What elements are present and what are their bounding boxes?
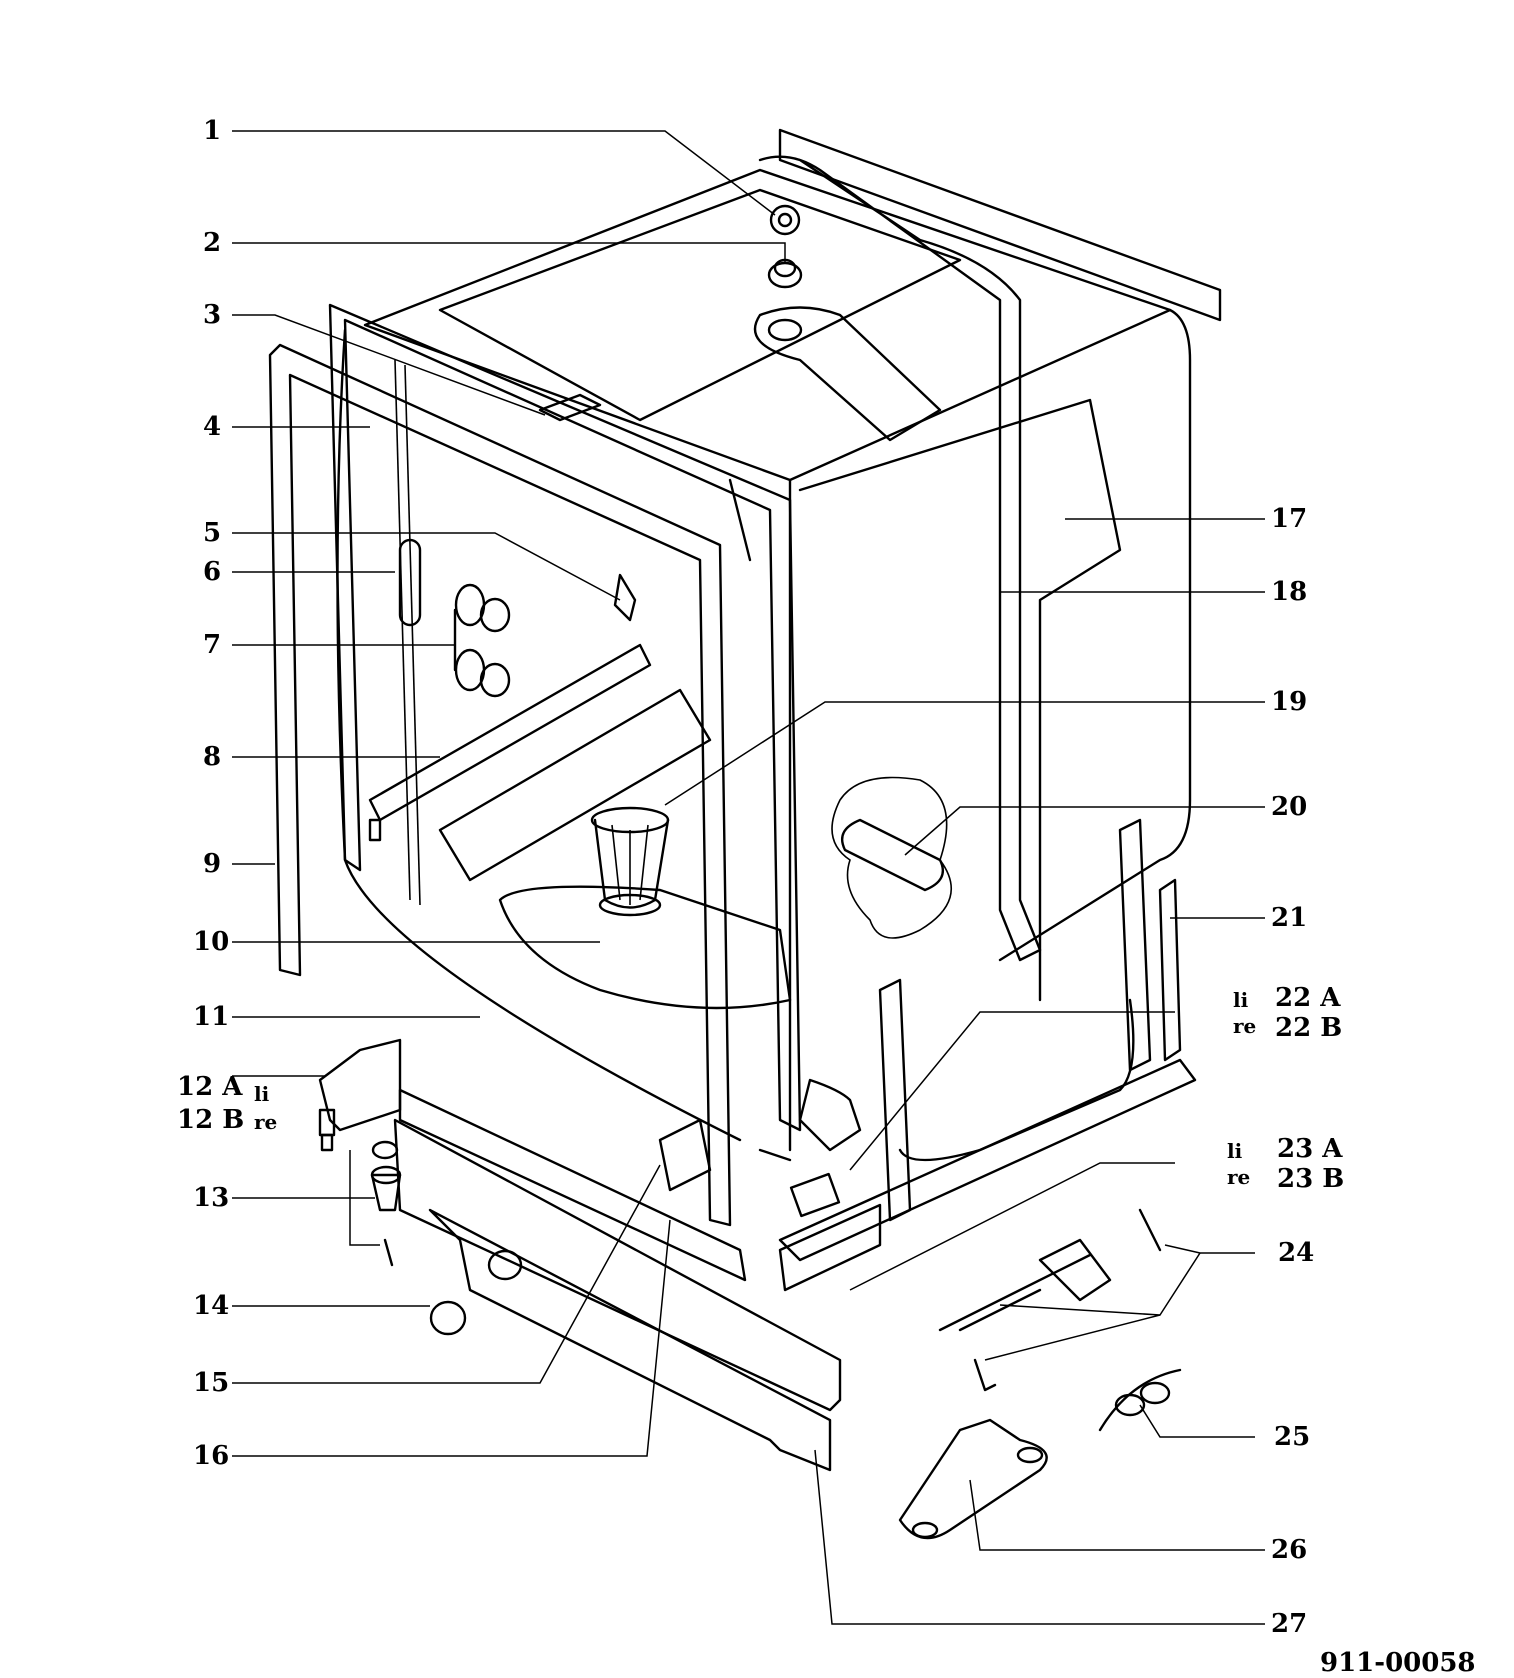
callout-20: 20 (1271, 792, 1308, 822)
callout-7: 7 (203, 630, 222, 660)
side-label-left-22: li (1233, 988, 1249, 1012)
hardware (898, 1208, 1182, 1540)
callout-17: 17 (1271, 504, 1308, 534)
callout-12a: 12 A (177, 1072, 243, 1102)
door-seal (268, 343, 732, 1227)
side-frame (328, 303, 802, 1132)
callout-15: 15 (193, 1368, 230, 1398)
leader-lines (232, 130, 1265, 1625)
callout-12b: 12 B (177, 1105, 245, 1135)
callout-23a: 23 A (1277, 1134, 1343, 1164)
callout-22b: 22 B (1275, 1013, 1343, 1043)
callout-9: 9 (203, 849, 222, 879)
top-rail (753, 128, 1222, 962)
side-label-left-12: li (254, 1082, 270, 1106)
side-label-right-12: re (254, 1110, 278, 1134)
base-frame (778, 818, 1197, 1292)
insulation-cutout (831, 776, 952, 939)
callout-2: 2 (203, 228, 222, 258)
callout-27: 27 (1271, 1609, 1308, 1639)
side-label-right-22: re (1233, 1014, 1257, 1038)
callout-1: 1 (203, 116, 222, 146)
bracket (318, 1038, 402, 1152)
side-label-right-23: re (1227, 1165, 1251, 1189)
callout-24: 24 (1278, 1238, 1315, 1268)
side-label-left-23: li (1227, 1139, 1243, 1163)
kickplate (393, 1088, 842, 1472)
hinge-parts (398, 538, 637, 698)
callout-19: 19 (1271, 687, 1308, 717)
callout-5: 5 (203, 518, 222, 548)
callout-18: 18 (1271, 577, 1308, 607)
callout-21: 21 (1271, 903, 1308, 933)
callout-4: 4 (203, 412, 222, 442)
callout-26: 26 (1271, 1535, 1308, 1565)
drawing-number: 911-00058 (1320, 1648, 1476, 1678)
sump (498, 806, 792, 1010)
callout-14: 14 (193, 1291, 230, 1321)
callout-10: 10 (193, 927, 230, 957)
callout-23b: 23 B (1277, 1164, 1345, 1194)
callout-8: 8 (203, 742, 222, 772)
callout-3: 3 (203, 300, 222, 330)
callout-22a: 22 A (1275, 983, 1341, 1013)
callout-6: 6 (203, 557, 222, 587)
small-parts (370, 1140, 467, 1336)
rail (368, 643, 712, 882)
callout-25: 25 (1274, 1422, 1311, 1452)
callout-11: 11 (193, 1002, 230, 1032)
callout-13: 13 (193, 1183, 230, 1213)
callout-16: 16 (193, 1441, 230, 1471)
